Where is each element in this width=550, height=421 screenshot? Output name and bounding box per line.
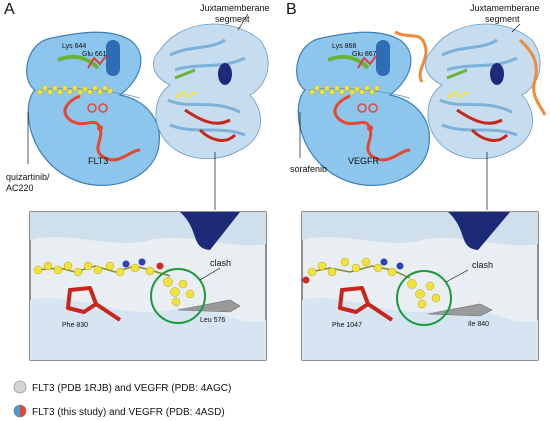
protein-ribbon-shape (153, 23, 269, 160)
loop-ring-icon (368, 103, 378, 113)
legend-grey-swatch-icon (13, 380, 27, 394)
clash-label: clash (210, 258, 231, 268)
drug-label-line1: quizartinib/ (6, 172, 50, 182)
juxta-label-line2: segment (215, 14, 250, 24)
panel-a-structure: Juxtamemberane segment (153, 3, 270, 210)
drug-bound-icon (448, 91, 467, 98)
clash-pointer-line (199, 267, 221, 281)
clash-atoms-icon (163, 277, 195, 307)
salt-bridge-icon (87, 55, 107, 69)
nitrogen-atom-icon (122, 260, 130, 268)
lys-label: Lys 868 (332, 43, 356, 50)
phe-residue-icon (338, 286, 394, 322)
panel-a-cartoon: Lys 644 Glu 661 FLT3 quizartinib/ AC220 (6, 31, 160, 193)
navy-helix-icon (448, 212, 510, 250)
panel-b-zoom: Phe 1047 Ile 840 clash (301, 211, 539, 361)
drug-molecule-icon (37, 85, 113, 95)
panel-b-letter: B (286, 1, 297, 18)
green-strand-icon (174, 68, 196, 80)
legend-red-blue-swatch-icon (13, 404, 27, 418)
panel-b-cartoon: Lys 868 Glu 867 VEGFR sorafenib (290, 30, 430, 186)
gatekeeper-arrow-icon (427, 303, 493, 317)
legend-item-1: FLT3 (PDB 1RJB) and VEGFR (PDB: 4AGC) (32, 383, 231, 394)
red-loop-icon (184, 108, 237, 142)
oxygen-atom-icon (156, 262, 164, 270)
glu-label: Glu 661 (82, 51, 107, 58)
loop-node-icon (367, 125, 373, 131)
kinase-name-label: FLT3 (88, 156, 108, 166)
kinase-name-label: VEGFR (348, 156, 380, 166)
kinase-cartoon-shape (26, 31, 160, 186)
juxta-segment-icon (394, 30, 428, 83)
alpha-c-helix-icon (376, 40, 390, 76)
loop-ring-icon (87, 103, 97, 113)
juxta-label-line1: Juxtamemberane (200, 3, 270, 13)
juxta-label-line1: Juxtamemberane (470, 3, 540, 13)
juxta-label-line2: segment (485, 14, 520, 24)
nitrogen-atom-icon (138, 258, 146, 266)
nitrogen-atom-icon (380, 258, 388, 266)
beta-sheet-icon (439, 38, 518, 137)
drug-label-line2: AC220 (6, 183, 34, 193)
loop-node-icon (97, 125, 103, 131)
nitrogen-atom-icon (396, 262, 404, 270)
drug-atoms-icon (307, 257, 397, 277)
clash-label: clash (472, 260, 493, 270)
panel-a-letter: A (4, 1, 15, 18)
panel-a: A Lys 644 Gl (4, 1, 270, 361)
glu-label: Glu 867 (352, 51, 377, 58)
drug-molecule-icon (309, 85, 380, 95)
panel-b: B Lys 868 Glu 867 VEGFR s (286, 1, 547, 361)
green-strand-icon (446, 68, 468, 80)
beta-sheet-icon (167, 38, 246, 137)
juxta-segment-icon (518, 38, 547, 116)
juxta-pointer-line (237, 13, 249, 31)
navy-helix-icon (218, 63, 232, 85)
gatekeeper-arrow-icon (177, 299, 241, 313)
drug-atoms-icon (33, 261, 155, 277)
beta-strand-icon (327, 54, 370, 70)
legend: FLT3 (PDB 1RJB) and VEGFR (PDB: 4AGC) FL… (13, 380, 231, 418)
juxta-pointer-line (511, 23, 521, 33)
drug-label-line1: sorafenib (290, 164, 327, 174)
drug-bound-icon (176, 91, 195, 98)
lys-label: Lys 644 (62, 43, 86, 50)
gate-label: Leu 576 (200, 317, 225, 324)
gate-label: Ile 840 (468, 321, 489, 328)
phe-label: Phe 830 (62, 322, 88, 329)
loop-ring-icon (357, 103, 367, 113)
clash-circle-icon (396, 270, 452, 326)
loop-ring-icon (98, 103, 108, 113)
beta-strand-icon (57, 54, 100, 70)
phe-residue-icon (66, 286, 122, 322)
background-ribbon (30, 297, 266, 360)
clash-circle-icon (150, 268, 206, 324)
clash-pointer-line (445, 269, 469, 283)
oxygen-atom-icon (302, 276, 310, 284)
panel-b-structure: Juxtamemberane segment (425, 3, 547, 210)
kinase-cartoon-shape (296, 31, 430, 186)
panel-a-zoom: Phe 830 Leu 576 clash (29, 211, 267, 361)
red-loop-icon (456, 108, 509, 142)
navy-helix-icon (180, 212, 240, 250)
protein-ribbon-shape (425, 23, 541, 160)
phe-label: Phe 1047 (332, 322, 362, 329)
legend-item-2: FLT3 (this study) and VEGFR (PDB: 4ASD) (32, 407, 225, 418)
clash-atoms-icon (407, 279, 441, 309)
salt-bridge-icon (357, 55, 377, 69)
navy-helix-icon (490, 63, 504, 85)
alpha-c-helix-icon (106, 40, 120, 76)
